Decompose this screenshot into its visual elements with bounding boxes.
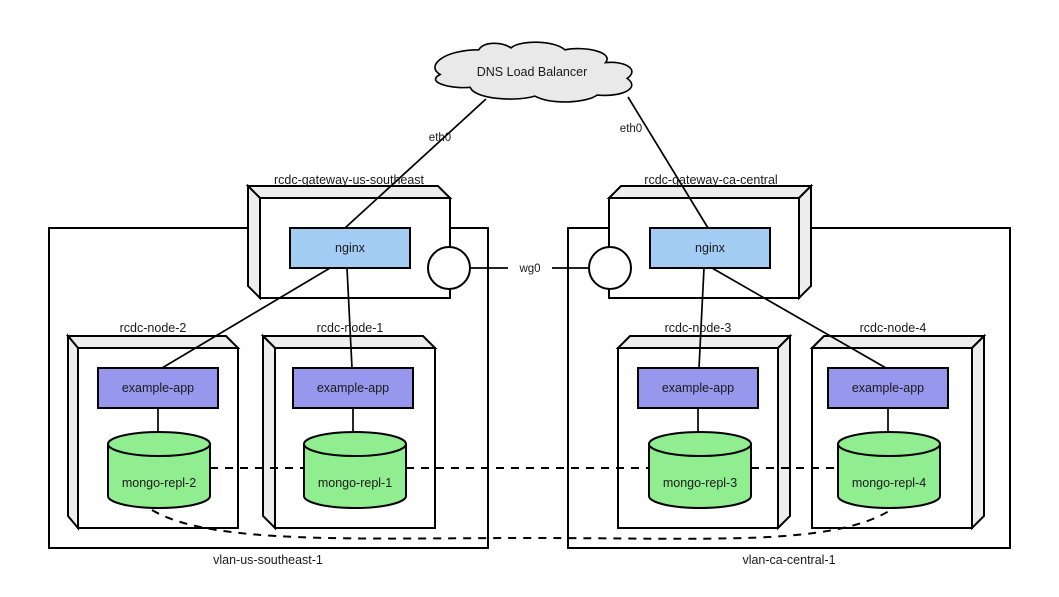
node-4-db-top <box>837 431 941 457</box>
node-4-db-body[interactable] <box>837 443 941 509</box>
eth0-label-us: eth0 <box>429 132 451 144</box>
node-1-db-top <box>303 431 407 457</box>
node-3-label: rcdc-node-3 <box>665 321 732 335</box>
vlan-ca-label: vlan-ca-central-1 <box>742 553 835 567</box>
gateway-us-side-face <box>247 183 261 301</box>
node-2-app-label: example-app <box>122 381 194 395</box>
node-2-db-label: mongo-repl-2 <box>122 476 196 490</box>
node-4-app-label: example-app <box>852 381 924 395</box>
eth0-link-us <box>344 98 487 229</box>
eth0-label-ca: eth0 <box>620 123 642 135</box>
node-3-top-face <box>615 335 793 349</box>
wg0-label: wg0 <box>518 263 540 275</box>
node-2-db-body[interactable] <box>107 443 211 509</box>
dns-cloud[interactable] <box>434 41 633 103</box>
node-1-db-cylinder[interactable] <box>303 431 407 509</box>
edge-nginx-us-to-node-2-app <box>161 267 331 369</box>
node-4-top-face <box>809 335 987 349</box>
node-1-app-label: example-app <box>317 381 389 395</box>
gateway-us-label: rcdc-gateway-us-southeast <box>274 173 425 187</box>
edge-nginx-ca-to-node-4-app <box>711 267 887 369</box>
edge-nginx-ca-to-node-3-app <box>698 267 705 369</box>
node-4-db-label: mongo-repl-4 <box>852 476 926 490</box>
vlan-us-label: vlan-us-southeast-1 <box>213 553 323 567</box>
wg0-label-bg <box>508 261 552 276</box>
wg-interface-circle-us[interactable] <box>427 246 471 290</box>
nginx-ca-label: nginx <box>695 241 726 255</box>
node-1-top-face <box>260 335 438 349</box>
nginx-ca-box[interactable] <box>649 227 771 269</box>
node-1-db-body[interactable] <box>303 443 407 509</box>
node-1-db-label: mongo-repl-1 <box>318 476 392 490</box>
node-3-side-face <box>777 333 791 531</box>
gateway-ca-label: rcdc-gateway-ca-central <box>644 173 777 187</box>
nginx-us-label: nginx <box>335 241 366 255</box>
wg-interface-circle-ca[interactable] <box>588 246 632 290</box>
gateway-ca-side-face <box>798 183 812 301</box>
eth0-link-ca <box>627 96 709 229</box>
node-4-label: rcdc-node-4 <box>860 321 927 335</box>
node-4-side-face <box>971 333 985 531</box>
replica-link-2-4 <box>151 509 890 540</box>
node-3-db-body[interactable] <box>648 443 752 509</box>
dns-cloud-label: DNS Load Balancer <box>477 65 587 79</box>
node-3-db-label: mongo-repl-3 <box>663 476 737 490</box>
node-4-app-box[interactable] <box>827 367 949 409</box>
node-3-app-label: example-app <box>662 381 734 395</box>
node-2-app-box[interactable] <box>97 367 219 409</box>
node-2-side-face <box>67 333 79 531</box>
node-3-app-box[interactable] <box>637 367 759 409</box>
nginx-us-box[interactable] <box>289 227 411 269</box>
edge-nginx-us-to-node-1-app <box>346 267 353 369</box>
node-1-app-box[interactable] <box>292 367 414 409</box>
node-1-side-face <box>262 333 276 531</box>
node-1-label: rcdc-node-1 <box>317 321 384 335</box>
node-2-db-top <box>107 431 211 457</box>
node-3-db-top <box>648 431 752 457</box>
gateway-us-top-face <box>245 185 453 199</box>
node-3-db-cylinder[interactable] <box>648 431 752 509</box>
node-2-db-cylinder[interactable] <box>107 431 211 509</box>
node-2-label: rcdc-node-2 <box>120 321 187 335</box>
node-4-db-cylinder[interactable] <box>837 431 941 509</box>
gateway-ca-top-face <box>606 185 814 199</box>
